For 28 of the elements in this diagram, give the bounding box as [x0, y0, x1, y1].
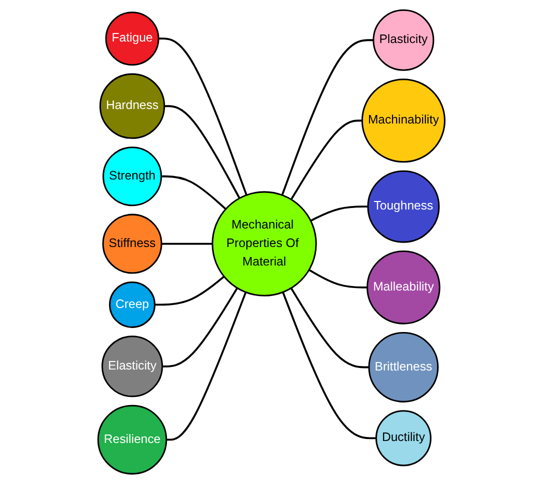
node-circle: [372, 9, 434, 71]
node-circle: [101, 336, 163, 398]
node-circle: [98, 73, 165, 139]
mind-map-diagram: Fatigue Hardness Strength Stiffness Creep Elasticity Mechanical Properties Of Material Resilience Plasticity Machinability Toughness Malleability Brittleness Ductility: [92, 4, 450, 480]
node-circle: [102, 146, 162, 206]
node-circle: [374, 410, 432, 466]
connector: [161, 242, 212, 245]
connector: [162, 288, 238, 368]
connector: [290, 288, 369, 368]
connector: [164, 105, 240, 199]
connector: [308, 269, 367, 288]
node-circle: [102, 214, 162, 274]
connector: [310, 206, 368, 222]
connector: [160, 175, 226, 210]
connector: [154, 276, 224, 306]
connector: [282, 292, 376, 440]
node-circle: [96, 404, 167, 475]
node-circle: [368, 332, 438, 402]
connector: [158, 38, 247, 196]
node-circle: [211, 191, 316, 296]
connector: [166, 292, 246, 441]
node-circle: [366, 170, 440, 243]
node-circle: [360, 78, 446, 163]
node-circle: [104, 12, 159, 66]
connector: [280, 39, 374, 196]
node-circle: [108, 281, 156, 328]
node-circle: [366, 250, 440, 324]
connector: [290, 120, 362, 200]
